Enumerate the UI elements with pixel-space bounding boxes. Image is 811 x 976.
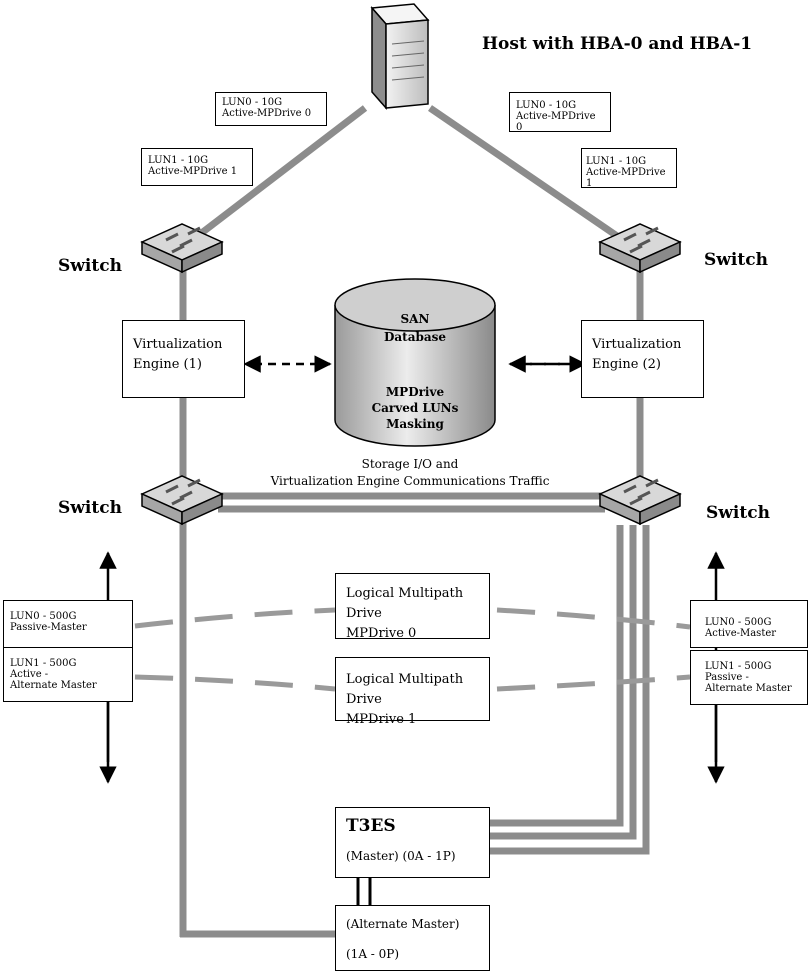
mpdrive0-right-dashed-link [496,607,691,630]
right-switch-to-t3es-cable-2 [490,525,637,840]
t3es-master-ports: (Master) (0A - 1P) [346,849,456,863]
switch-label-bottom-left: Switch [58,498,122,518]
mpdrive1-right-dashed-link [496,674,691,692]
virtualization-engine-2: Virtualization Engine (2) [581,320,704,398]
switch-label-top-left: Switch [58,256,122,276]
database-top-label: SAN Database [383,312,447,344]
host-lun1-right-label: LUN1 - 10G Active-MPDrive 1 [581,148,677,189]
logical-dashed-lines [134,607,691,692]
mpdrive0-left-dashed-link [134,607,336,629]
host-title: Host with HBA-0 and HBA-1 [482,34,753,54]
host-to-left-switch-cable [192,105,368,241]
host-lun0-left-label: LUN0 - 10G Active-MPDrive 0 [215,92,327,126]
host-lun0-right-label: LUN0 - 10G Active-MPDrive 0 [509,92,611,133]
right-switch-to-t3es-cable-1 [490,525,624,827]
host-server-icon [370,3,430,110]
t3es-alternate-master-box: (Alternate Master) (1A - 0P) [335,905,490,971]
switch-label-top-right: Switch [704,250,768,270]
cable-lines [179,105,650,938]
host-lun1-left-label: LUN1 - 10G Active-MPDrive 1 [141,148,253,186]
logical-multipath-drive-1: Logical Multipath Drive MPDrive 1 [335,657,490,727]
mpdrive1-left-dashed-link [134,674,336,692]
switch-icon-top-left [140,223,224,274]
storage-lun1-right: LUN1 - 500G Passive - Alternate Master [690,650,808,705]
switch-icon-top-right [598,223,682,274]
switch-icon-bottom-left [140,475,224,526]
host-to-right-switch-cable [428,105,622,241]
database-bottom-label: MPDrive Carved LUNs Masking [371,385,459,431]
san-database-icon [334,278,496,447]
storage-lun0-left: LUN0 - 500G Passive-Master [3,600,133,648]
right-switch-to-t3es-cable-3 [490,525,650,855]
switch-label-bottom-right: Switch [706,503,770,523]
storage-lun1-left: LUN1 - 500G Active - Alternate Master [3,647,133,702]
t3es-interconnect [356,878,372,905]
switch-icon-bottom-right [598,475,682,526]
virtualization-engine-1: Virtualization Engine (1) [122,320,245,398]
logical-multipath-drive-0: Logical Multipath Drive MPDrive 0 [335,573,490,641]
t3es-master-box: T3ES (Master) (0A - 1P) [335,807,490,878]
storage-lun0-right: LUN0 - 500G Active-Master [690,600,808,648]
t3es-title: T3ES [346,816,396,836]
traffic-label: Storage I/O and Virtualization Engine Co… [270,457,550,488]
